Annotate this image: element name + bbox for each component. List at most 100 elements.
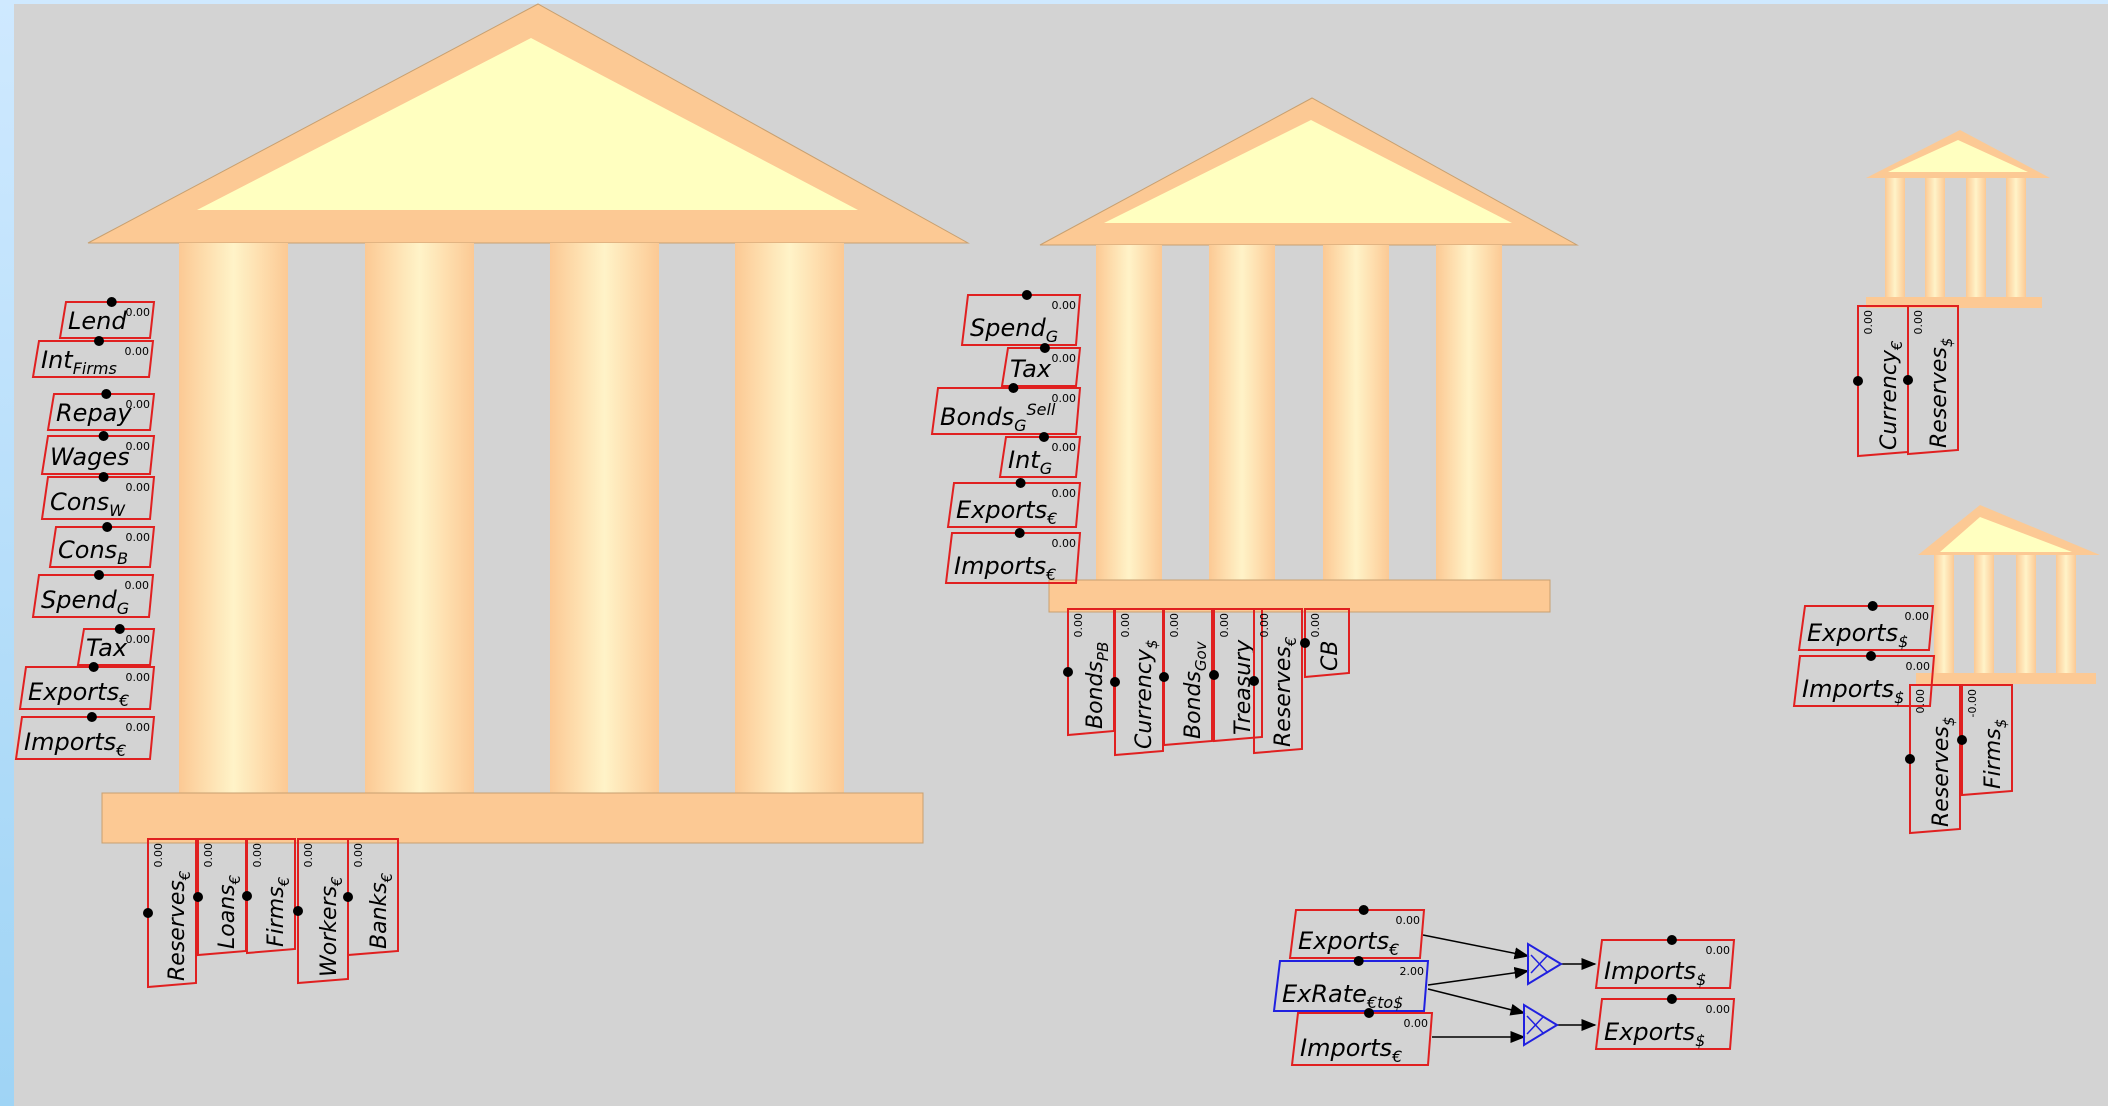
port-handle[interactable]	[143, 908, 153, 918]
variable-value: 0.00	[1396, 914, 1421, 927]
port-handle[interactable]	[94, 336, 104, 346]
port-handle[interactable]	[193, 892, 203, 902]
port-handle[interactable]	[98, 472, 109, 482]
port-handle[interactable]	[242, 891, 252, 901]
port-handle[interactable]	[1014, 528, 1025, 538]
variable-exports-eur[interactable]: Exports€0.00	[1288, 905, 1426, 959]
port-handle[interactable]	[1159, 672, 1169, 682]
stock-banks-eur[interactable]: Banks€0.00	[343, 838, 399, 957]
port-handle[interactable]	[98, 431, 109, 441]
port-handle[interactable]	[343, 892, 353, 902]
port-handle[interactable]	[1110, 677, 1120, 687]
port-handle[interactable]	[1666, 935, 1677, 945]
stock-label: Reserves€	[165, 870, 194, 981]
port-handle[interactable]	[1063, 667, 1073, 677]
variable-imports-eur[interactable]: Imports€0.00	[1290, 1008, 1434, 1066]
port-handle[interactable]	[1853, 376, 1863, 386]
variable-exports-eur[interactable]: Exports€0.00	[18, 662, 156, 710]
variable-imports-usd[interactable]: Imports$0.00	[1792, 651, 1936, 707]
variable-exports-usd[interactable]: Exports$0.00	[1797, 601, 1935, 651]
godley-table-banks[interactable]	[87, 3, 970, 844]
stock-workers-eur[interactable]: Workers€0.00	[293, 838, 349, 985]
variable-label: Exports€	[1298, 927, 1399, 959]
port-handle[interactable]	[1666, 994, 1677, 1004]
multiply-operator-2[interactable]	[1523, 1003, 1559, 1047]
port-handle[interactable]	[1015, 478, 1026, 488]
stock-value: 0.00	[152, 843, 165, 868]
port-handle[interactable]	[1008, 383, 1019, 393]
port-handle[interactable]	[1364, 1008, 1374, 1018]
port-handle[interactable]	[86, 712, 97, 722]
port-handle[interactable]	[1039, 432, 1049, 442]
port-handle[interactable]	[1300, 638, 1310, 648]
port-handle[interactable]	[114, 624, 125, 634]
stock-value: 0.00	[1914, 689, 1927, 714]
stock-value: -0.00	[1966, 689, 1979, 717]
stock-reserves-usd[interactable]: Reserves$0.00	[1905, 684, 1961, 835]
port-handle[interactable]	[101, 389, 112, 399]
stock-cb[interactable]: CB0.00	[1300, 608, 1350, 679]
port-handle[interactable]	[1353, 956, 1364, 966]
stock-currency-usd[interactable]: Currency$0.00	[1110, 608, 1164, 757]
variable-label: SpendG	[41, 586, 129, 618]
variable-value: 0.00	[1052, 352, 1077, 365]
stock-label: Reserves$	[1929, 717, 1958, 827]
stock-reserves-eur[interactable]: Reserves€0.00	[1249, 608, 1303, 755]
exchange-wiring	[1422, 934, 1597, 1043]
godley-table-us-central-bank[interactable]	[1866, 130, 2050, 308]
variable-imports-eur[interactable]: Imports€0.00	[14, 712, 156, 760]
port-handle[interactable]	[1903, 375, 1913, 385]
variable-label: Exports$	[1604, 1018, 1705, 1050]
variable-imports-eur[interactable]: Imports€0.00	[944, 528, 1082, 584]
variable-exports-eur[interactable]: Exports€0.00	[946, 478, 1082, 528]
variable-label: IntG	[1008, 446, 1052, 478]
godley-table-us-banks[interactable]	[1916, 505, 2100, 684]
stock-value: 0.00	[1258, 613, 1271, 638]
stock-firms-usd[interactable]: Firms$-0.00	[1957, 684, 2013, 797]
stock-label: Reserves$	[1927, 338, 1956, 448]
stock-reserves-eur[interactable]: Reserves€0.00	[143, 838, 197, 989]
port-handle[interactable]	[1358, 905, 1369, 915]
port-handle[interactable]	[1021, 290, 1032, 300]
multiply-operator-1[interactable]	[1527, 942, 1563, 986]
stock-firms-eur[interactable]: Firms€0.00	[242, 838, 296, 955]
stock-label: Treasury	[1231, 639, 1256, 735]
stock-loans-eur[interactable]: Loans€0.00	[193, 838, 247, 957]
variable-exrate-eurtousd[interactable]: ExRate€to$2.00	[1272, 956, 1430, 1012]
port-handle[interactable]	[1039, 343, 1050, 353]
port-handle[interactable]	[1866, 651, 1876, 661]
port-handle[interactable]	[102, 522, 113, 532]
port-handle[interactable]	[1867, 601, 1878, 611]
godley-table-central-bank[interactable]	[1039, 97, 1579, 613]
port-handle[interactable]	[1905, 754, 1915, 764]
stock-currency-eur[interactable]: Currency€0.00	[1853, 305, 1909, 458]
port-handle[interactable]	[88, 662, 99, 672]
port-handle[interactable]	[1209, 670, 1219, 680]
port-handle[interactable]	[1957, 735, 1967, 745]
variable-label: Imports€	[954, 552, 1056, 584]
stock-reserves-usd[interactable]: Reserves$0.00	[1903, 305, 1959, 456]
port-handle[interactable]	[293, 906, 303, 916]
variable-label: Tax	[1010, 355, 1052, 383]
port-handle[interactable]	[106, 297, 117, 307]
port-handle[interactable]	[94, 570, 104, 580]
port-handle[interactable]	[1249, 676, 1259, 686]
variable-imports-usd[interactable]: Imports$0.00	[1594, 935, 1736, 989]
variable-exports-usd[interactable]: Exports$0.00	[1594, 994, 1736, 1050]
